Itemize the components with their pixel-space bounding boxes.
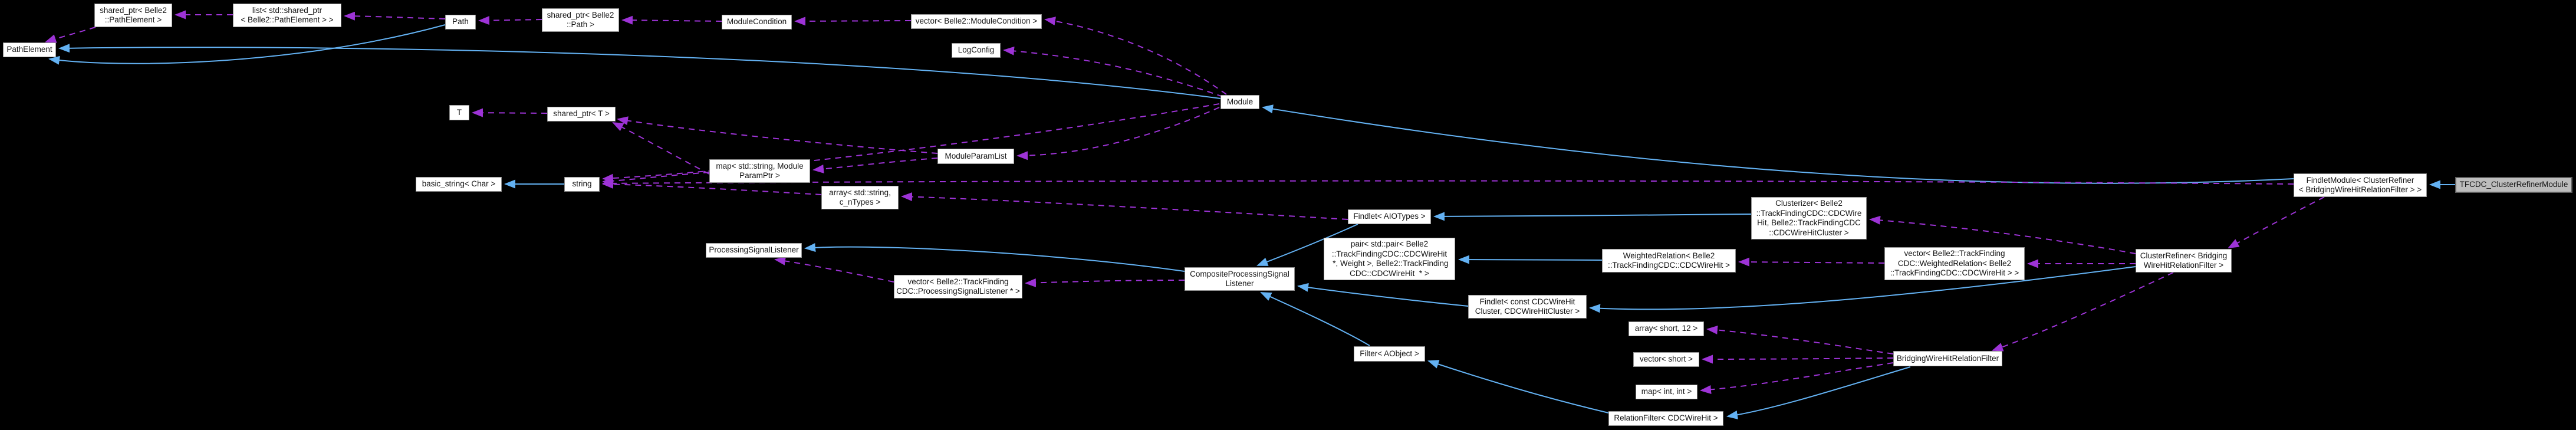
edge-module-to-string: [602, 103, 1220, 183]
node-vector-weightedrelation[interactable]: vector< Belle2::TrackFinding CDC::Weight…: [1884, 247, 2025, 280]
edge-shared-ptr-pathelement-to-pathelement: [45, 27, 96, 43]
edge-compositeprocessingsignallistener-to-processingsignallistener: [804, 243, 1185, 272]
edge-findletmodule-clusterrefiner-to-string: [602, 179, 2294, 188]
node-filter-aobject[interactable]: Filter< AObject >: [1354, 346, 1425, 362]
edge-clusterrefiner-to-bridgingwirehitrelationfilter: [1992, 272, 2174, 352]
edge-findlet-aiotypes-to-array-string-cntypes: [901, 192, 1348, 220]
node-vector-modulecondition[interactable]: vector< Belle2::ModuleCondition >: [911, 14, 1042, 29]
edge-bridgingwirehitrelationfilter-to-relationfilter-cdcwirehit: [1726, 366, 1911, 419]
node-bridgingwirehitrelationfilter[interactable]: BridgingWireHitRelationFilter: [1893, 351, 2002, 366]
node-moduleparamlist[interactable]: ModuleParamList: [937, 149, 1014, 164]
edge-module-to-vector-modulecondition: [1044, 17, 1227, 95]
node-weightedrelation-cdcwirehit[interactable]: WeightedRelation< Belle2 ::TrackFindingC…: [1602, 249, 1736, 273]
node-pair-cdcwirehit-weight[interactable]: pair< std::pair< Belle2 ::TrackFindingCD…: [1324, 238, 1455, 280]
edge-findletmodule-clusterrefiner-to-module: [1262, 104, 2294, 184]
node-list-shared-ptr-pathelement[interactable]: list< std::shared_ptr < Belle2::PathElem…: [233, 4, 341, 27]
edge-findlet-aiotypes-to-compositeprocessingsignallistener: [1256, 224, 1358, 266]
node-path[interactable]: Path: [445, 15, 476, 29]
node-logconfig[interactable]: LogConfig: [952, 43, 1001, 58]
node-map-moduleparamptr[interactable]: map< std::string, Module ParamPtr >: [709, 159, 810, 183]
edge-clusterrefiner-to-clusterizer: [1869, 215, 2136, 254]
node-string[interactable]: string: [564, 177, 600, 192]
node-compositeprocessingsignallistener[interactable]: CompositeProcessingSignal Listener: [1185, 267, 1295, 291]
node-shared-ptr-t[interactable]: shared_ptr< T >: [547, 107, 616, 122]
node-shared-ptr-pathelement[interactable]: shared_ptr< Belle2 ::PathElement >: [94, 4, 172, 27]
node-shared-ptr-path[interactable]: shared_ptr< Belle2 ::Path >: [542, 8, 619, 32]
node-map-int-int[interactable]: map< int, int >: [1636, 385, 1697, 399]
edge-bridgingwirehitrelationfilter-to-array-short-12: [1706, 325, 1894, 354]
node-pathelement[interactable]: PathElement: [3, 42, 56, 57]
node-t[interactable]: T: [449, 105, 469, 120]
node-clusterizer[interactable]: Clusterizer< Belle2 ::TrackFindingCDC::C…: [1751, 197, 1867, 239]
edge-modulecondition-to-shared-ptr-path: [621, 15, 722, 25]
node-module[interactable]: Module: [1220, 95, 1259, 109]
edge-findlet-cdcwirehitcluster-to-compositeprocessingsignallistener: [1297, 283, 1469, 307]
edge-findletmodule-clusterrefiner-to-clusterrefiner: [2228, 196, 2325, 248]
edge-compositeprocessingsignallistener-to-vector-processingsignallistener: [1025, 278, 1185, 287]
edge-moduleparamlist-to-shared-ptr-t: [617, 116, 938, 154]
node-vector-processingsignallistener[interactable]: vector< Belle2::TrackFinding CDC::Proces…: [894, 275, 1022, 298]
node-processingsignallistener[interactable]: ProcessingSignalListener: [706, 243, 802, 258]
edge-module-to-moduleparamlist: [1016, 107, 1220, 160]
node-findlet-aiotypes[interactable]: Findlet< AIOTypes >: [1348, 209, 1431, 224]
node-findlet-cdcwirehitcluster[interactable]: Findlet< const CDCWireHit Cluster, CDCWi…: [1468, 295, 1587, 319]
edge-module-to-logconfig: [1003, 46, 1223, 97]
node-modulecondition[interactable]: ModuleCondition: [722, 15, 792, 29]
edge-filter-aobject-to-compositeprocessingsignallistener: [1260, 292, 1370, 346]
edge-clusterrefiner-to-findlet-cdcwirehitcluster: [1589, 266, 2136, 313]
edge-bridgingwirehitrelationfilter-to-vector-short: [1702, 354, 1894, 364]
edge-moduleparamlist-to-map-moduleparamptr: [812, 157, 938, 173]
edge-vector-processingsignallistener-to-processingsignallistener: [774, 256, 894, 283]
node-tfcdc-clusterrefinermodule[interactable]: TFCDC_ClusterRefinerModule: [2455, 177, 2572, 193]
node-relationfilter-cdcwirehit[interactable]: RelationFilter< CDCWireHit >: [1608, 411, 1723, 426]
edge-clusterizer-to-findlet-aiotypes: [1433, 212, 1752, 221]
node-vector-short[interactable]: vector< short >: [1633, 352, 1699, 367]
edge-array-string-cntypes-to-string: [602, 179, 822, 195]
node-array-short-12[interactable]: array< short, 12 >: [1628, 321, 1704, 336]
node-findletmodule-clusterrefiner[interactable]: FindletModule< ClusterRefiner < Bridging…: [2294, 173, 2427, 197]
edge-path-to-list-shared-ptr-pathelement: [344, 11, 446, 21]
edge-vector-weightedrelation-to-weightedrelation-cdcwirehit: [1738, 257, 1885, 267]
node-clusterrefiner[interactable]: ClusterRefiner< Bridging WireHitRelation…: [2136, 249, 2232, 273]
edge-module-to-pathelement: [58, 44, 1221, 99]
edge-bridgingwirehitrelationfilter-to-map-int-int: [1700, 362, 1894, 394]
edges: [45, 10, 2455, 419]
edge-relationfilter-cdcwirehit-to-filter-aobject: [1427, 360, 1609, 413]
node-array-string-cntypes[interactable]: array< std::string, c_nTypes >: [821, 186, 899, 209]
edge-path-to-pathelement: [48, 24, 446, 65]
edge-shared-ptr-path-to-path: [478, 16, 542, 25]
edge-map-moduleparamptr-to-shared-ptr-t: [612, 122, 710, 175]
edge-map-moduleparamptr-to-string: [602, 172, 710, 186]
node-basic-string-char[interactable]: basic_string< Char >: [416, 177, 502, 192]
